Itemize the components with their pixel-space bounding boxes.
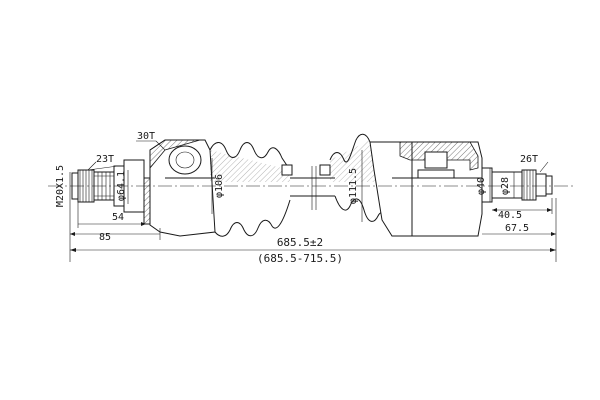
outer-cv-joint-housing: [149, 139, 216, 237]
len-40-5-label: 40.5: [498, 210, 522, 221]
dim-40-5: 40.5: [492, 198, 553, 221]
d-outer-boot-label: φ106: [214, 174, 225, 198]
len-67-5-label: 67.5: [505, 223, 529, 234]
d-inner-boot-label: φ111.5: [348, 168, 359, 204]
len-54-label: 54: [112, 212, 124, 223]
spline-outer-label: 23T: [96, 154, 114, 165]
joint-outer-label: 30T: [137, 131, 155, 142]
dim-spline-inner: 26T: [520, 154, 549, 173]
dim-85: 85: [69, 200, 161, 262]
dim-outer-shaft-diameter: φ64.1: [116, 170, 129, 204]
inner-stub-shaft: [481, 167, 553, 203]
dim-inner-boot-diameter: φ111.5: [348, 150, 363, 222]
dim-outer-boot-diameter: φ106: [211, 158, 225, 214]
spline-inner-label: 26T: [520, 154, 538, 165]
d-outer-shaft-label: φ64.1: [116, 171, 127, 201]
dim-spline-outer: 23T: [87, 154, 119, 171]
inner-cv-joint-housing: [369, 141, 483, 237]
d-inner-stub-label: φ28: [500, 177, 511, 195]
len-85-label: 85: [99, 232, 111, 243]
dim-inner-housing-diameter: φ40: [476, 168, 491, 202]
center-shaft: [290, 166, 335, 210]
dim-54: 54: [77, 202, 146, 228]
thread-label: M20X1.5: [55, 165, 66, 207]
dim-overall: 685.5±2 (685.5-715.5): [70, 236, 556, 265]
dim-thread: M20X1.5: [55, 165, 71, 207]
outer-boot: [209, 142, 293, 237]
abs-ring: [143, 177, 151, 225]
overall-length-label: 685.5±2: [277, 236, 323, 249]
dim-joint-outer: 30T: [136, 131, 166, 151]
overall-range-label: (685.5-715.5): [257, 252, 343, 265]
dim-inner-stub-diameter: φ28: [500, 172, 515, 198]
d-inner-housing-label: φ40: [476, 177, 487, 195]
dim-67-5: 67.5: [482, 198, 557, 262]
